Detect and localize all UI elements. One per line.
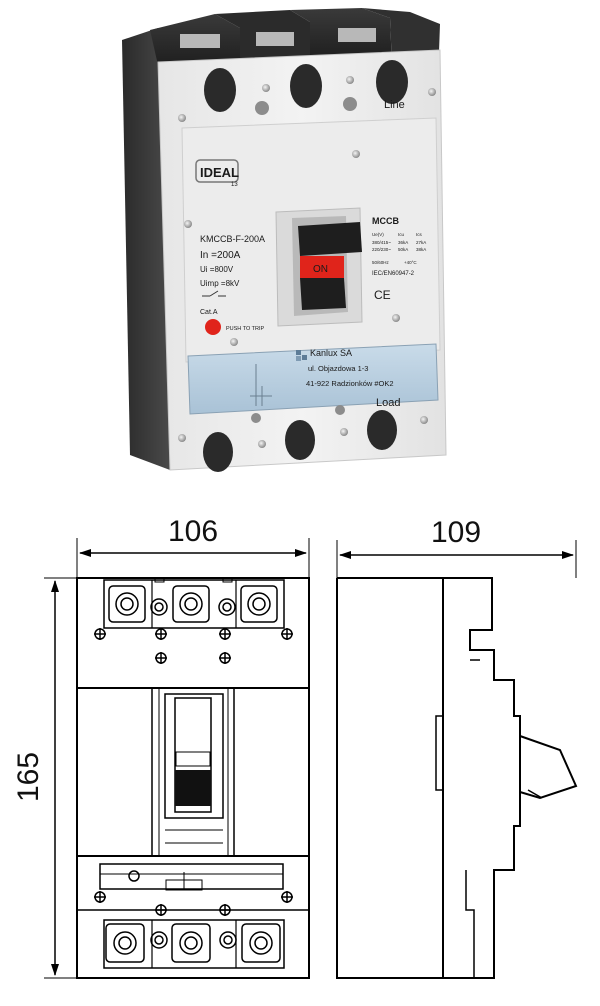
line-terminals bbox=[178, 60, 436, 122]
front-view bbox=[76, 577, 310, 979]
operating-handle[interactable]: ON bbox=[275, 207, 363, 327]
height-dimension-value: 165 bbox=[12, 752, 45, 802]
switch-symbol-icon bbox=[202, 290, 226, 297]
brand-logo-text: IDEAL bbox=[200, 165, 239, 180]
manufacturer-city: 41-922 Radzionków #OK2 bbox=[306, 379, 394, 388]
trip-diagram-icon bbox=[250, 364, 272, 406]
svg-text:+40°C: +40°C bbox=[404, 260, 417, 265]
brand-logo: IDEAL 13 bbox=[195, 159, 239, 188]
standard-label: IEC/EN60947-2 bbox=[372, 271, 415, 277]
svg-text:27kA: 27kA bbox=[416, 240, 426, 245]
ce-mark: CE bbox=[374, 288, 391, 302]
svg-text:50kA: 50kA bbox=[398, 247, 408, 252]
line-label: Line bbox=[384, 99, 405, 111]
svg-text:Ics: Ics bbox=[416, 232, 423, 237]
spec-table: Ue(V) Icu Ics 380/415~ 36kA 27kA 220/230… bbox=[372, 232, 426, 265]
width-dimension bbox=[76, 538, 310, 578]
svg-text:380/415~: 380/415~ bbox=[372, 240, 391, 245]
push-to-trip-label: PUSH TO TRIP bbox=[226, 326, 265, 332]
model-number: KMCCB-F-200A bbox=[200, 234, 265, 244]
svg-text:Icu: Icu bbox=[398, 232, 405, 237]
breaker-photo: Line IDEAL 13 KMCCB-F-200A In =200A Ui =… bbox=[122, 8, 447, 472]
svg-text:Ue(V): Ue(V) bbox=[372, 232, 384, 237]
manufacturer-logo-icon bbox=[296, 350, 307, 361]
svg-text:36kA: 36kA bbox=[398, 240, 408, 245]
handle-state-label: ON bbox=[313, 264, 328, 275]
height-dimension bbox=[44, 577, 78, 979]
svg-text:220/230~: 220/230~ bbox=[372, 247, 391, 252]
depth-dimension bbox=[336, 540, 577, 578]
brand-logo-sub: 13 bbox=[231, 182, 238, 188]
svg-text:50/60Hz: 50/60Hz bbox=[372, 260, 390, 265]
width-dimension-value: 106 bbox=[168, 515, 218, 548]
rated-current: In =200A bbox=[200, 250, 241, 261]
push-to-trip-button[interactable] bbox=[205, 319, 221, 335]
load-terminals bbox=[178, 405, 428, 472]
rated-insulation-voltage: Ui =800V bbox=[200, 265, 234, 274]
rated-impulse-voltage: Uimp =8kV bbox=[200, 279, 240, 288]
handle-channel bbox=[151, 688, 235, 856]
depth-dimension-value: 109 bbox=[431, 516, 481, 549]
load-label: Load bbox=[376, 397, 400, 409]
manufacturer-name: Kanlux SA bbox=[310, 348, 352, 358]
device-type-label: MCCB bbox=[372, 216, 399, 226]
dimension-drawing: 106 109 165 bbox=[12, 515, 578, 979]
utilization-category: Cat.A bbox=[200, 309, 218, 316]
svg-text:38kA: 38kA bbox=[416, 247, 426, 252]
manufacturer-street: ul. Objazdowa 1-3 bbox=[308, 364, 368, 373]
side-view bbox=[336, 577, 578, 979]
